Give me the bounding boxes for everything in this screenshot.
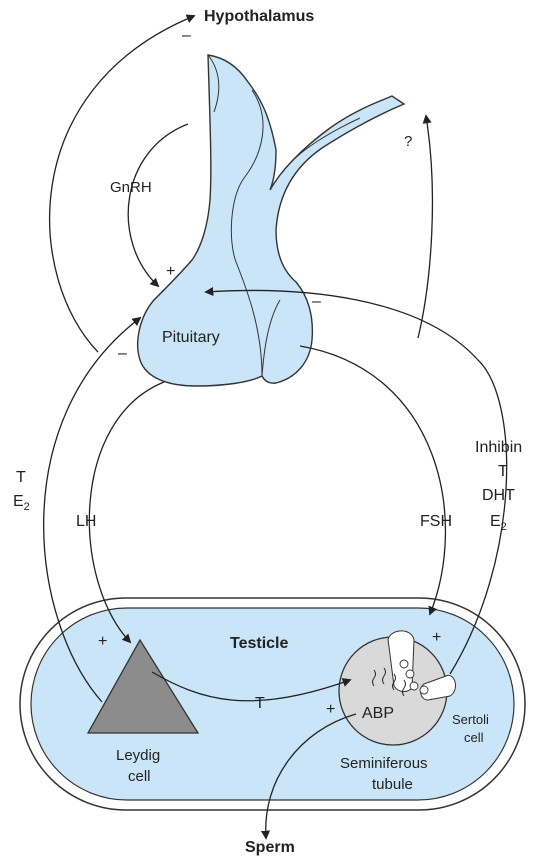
dht-label: DHT (482, 487, 515, 504)
gnrh-arrow (128, 124, 188, 286)
fsh-arrow (300, 346, 445, 614)
sertoli-label-line2: cell (464, 730, 484, 745)
e2-right-label: E2 (490, 513, 507, 533)
abp-label: ABP (362, 705, 394, 722)
tubule-plus-top-sign: + (432, 629, 441, 646)
leydig-label-line2: cell (128, 768, 151, 785)
gnrh-plus-sign: + (166, 263, 175, 280)
pituitary-minus-left-sign: – (118, 345, 127, 362)
seminiferous-label-line1: Seminiferous (340, 755, 428, 772)
e2-left-label: E2 (13, 493, 30, 513)
testicle-label: Testicle (230, 635, 289, 652)
seminiferous-label-line2: tubule (372, 776, 413, 793)
lh-label: LH (76, 513, 96, 530)
inhibin-label: Inhibin (475, 439, 522, 456)
inhibin-to-question-arrow (418, 116, 432, 338)
hypothalamus-label: Hypothalamus (204, 8, 314, 25)
pituitary-minus-right-sign: – (312, 293, 321, 310)
fsh-label: FSH (420, 513, 452, 530)
leydig-label-line1: Leydig (116, 747, 160, 764)
gnrh-label: GnRH (110, 179, 152, 196)
sertoli-label-line1: Sertoli (452, 712, 489, 727)
t-left-label: T (16, 469, 26, 486)
tubule-plus-left-sign: + (326, 701, 335, 718)
t-right-label: T (498, 463, 508, 480)
sperm-label: Sperm (245, 839, 295, 856)
question-label: ? (404, 133, 412, 150)
pituitary-label: Pituitary (162, 329, 220, 346)
hypothalamus-minus-sign: – (182, 27, 191, 44)
testicle-capsule (20, 598, 525, 810)
t-mid-label: T (255, 695, 265, 712)
leydig-plus-sign: + (98, 633, 107, 650)
